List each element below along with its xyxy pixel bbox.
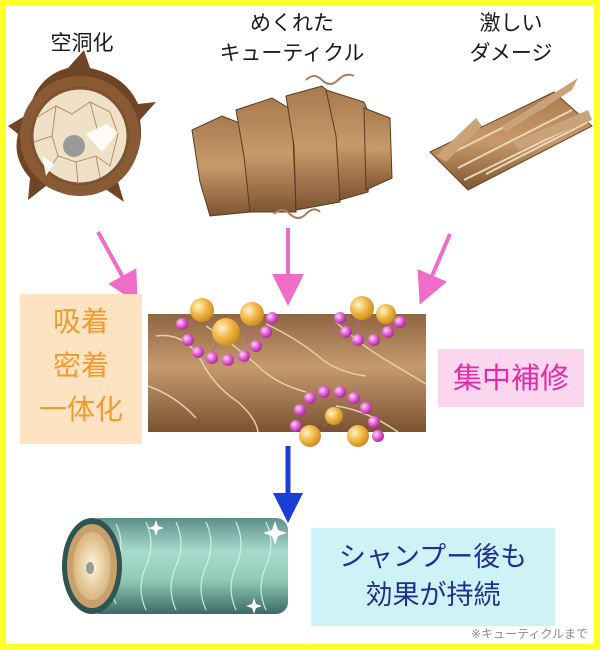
label-lifted-cuticle: めくれた キューティクル — [219, 11, 365, 65]
effect-box: 吸着 密着 一体化 — [20, 294, 142, 444]
coated-healthy-hair — [62, 518, 288, 614]
label-severe-damage: 激しい ダメージ — [469, 11, 553, 65]
lifted-cuticle-hair — [191, 73, 393, 219]
footnote: ※キューティクルまで — [471, 627, 588, 641]
arrow-hollow-to-repair — [96, 231, 138, 305]
repairing-hair-strand — [147, 296, 427, 447]
diagram-canvas — [8, 50, 593, 614]
label-hollow: 空洞化 — [50, 31, 114, 55]
damaged-hair — [429, 78, 593, 191]
repair-molecules — [176, 296, 406, 447]
result-box: シャンプー後も 効果が持続 — [311, 528, 555, 626]
repair-box: 集中補修 — [438, 349, 584, 407]
arrow-damage-to-repair — [417, 233, 452, 305]
hollow-hair-cross-section — [8, 50, 156, 202]
